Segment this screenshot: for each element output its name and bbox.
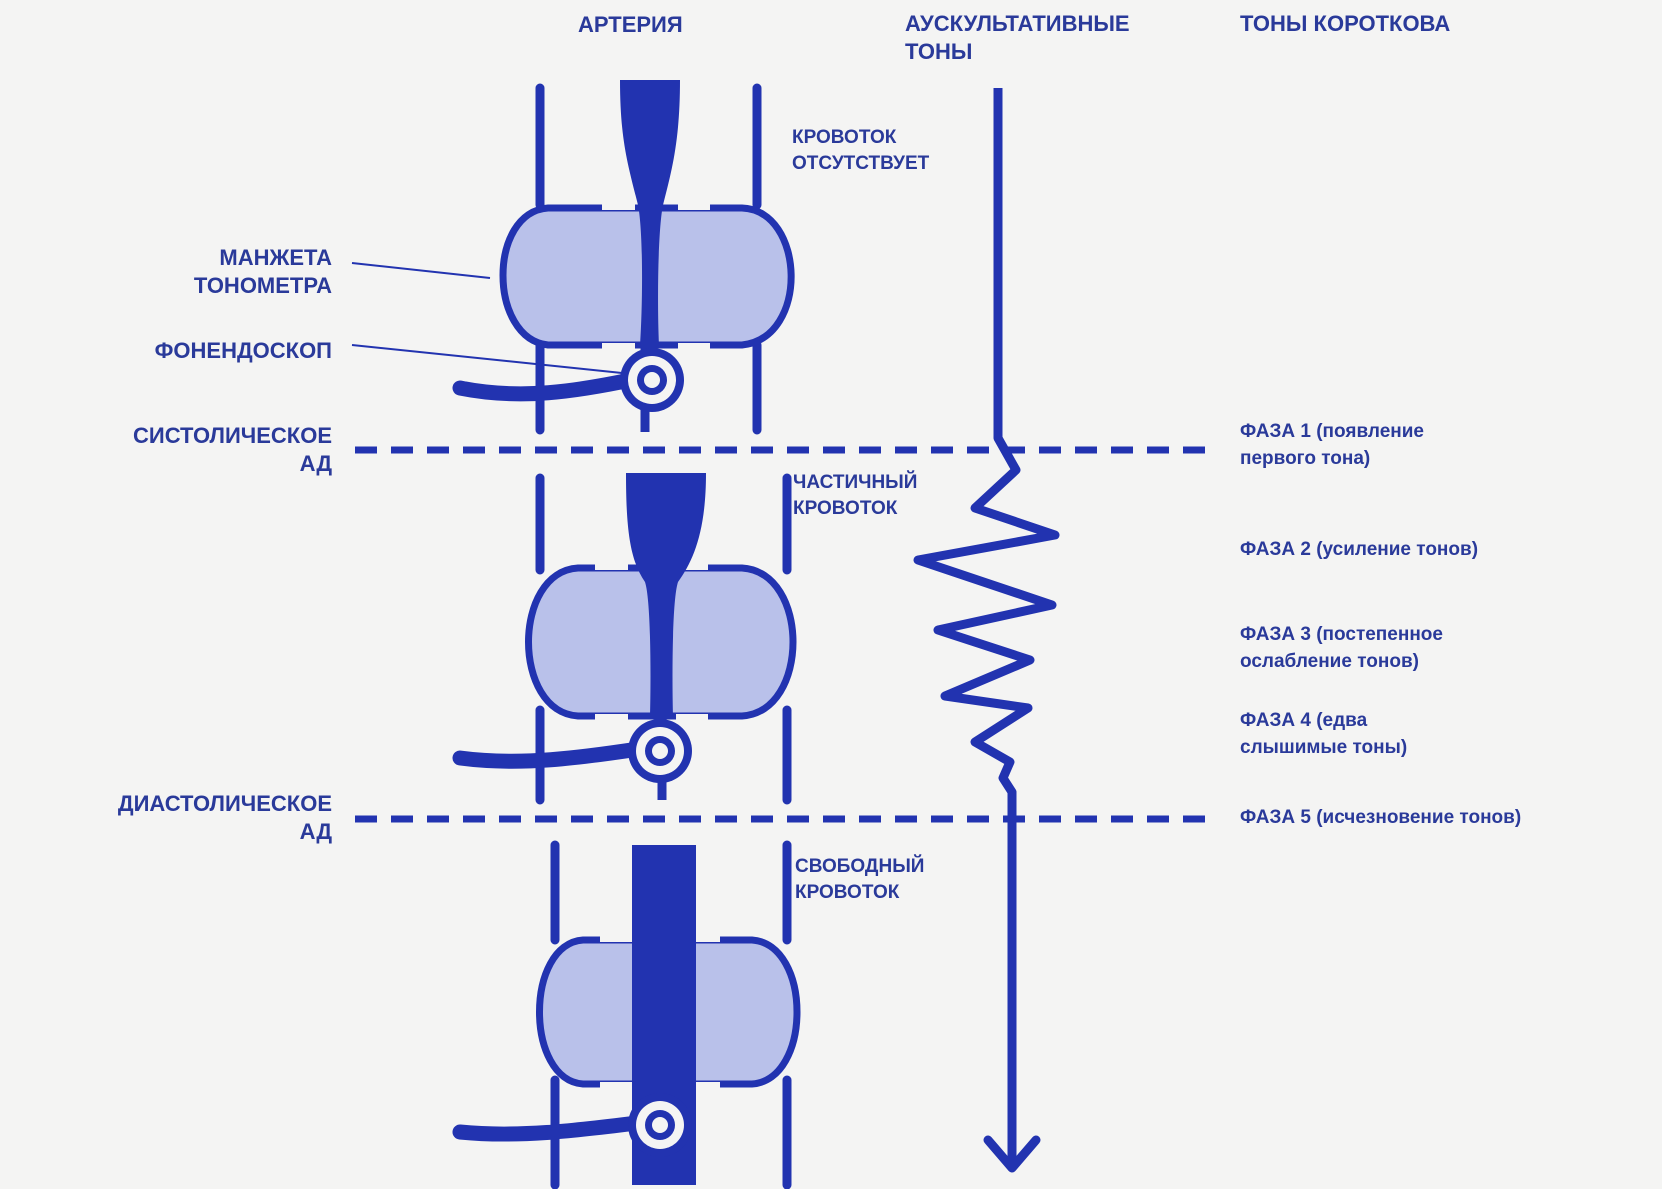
phase-5-line1: ФАЗА 5 (исчезновение тонов) xyxy=(1240,807,1521,828)
label-partial-flow-line2: КРОВОТОК xyxy=(793,498,898,519)
label-free-flow-line1: СВОБОДНЫЙ xyxy=(795,855,924,877)
label-systolic-line2: АД xyxy=(300,451,333,476)
phase-1-line1: ФАЗА 1 (появление xyxy=(1240,421,1424,442)
stethoscope-icon xyxy=(460,348,684,412)
panel-free-flow xyxy=(460,845,797,1185)
sound-waveform xyxy=(918,438,1055,820)
label-cuff-line2: ТОНОМЕТРА xyxy=(194,273,332,298)
stethoscope-icon xyxy=(460,1093,692,1157)
label-cuff-line1: МАНЖЕТА xyxy=(219,245,332,270)
label-diastolic-line2: АД xyxy=(300,819,333,844)
phase-4-line1: ФАЗА 4 (едва xyxy=(1240,710,1368,731)
label-free-flow-line2: КРОВОТОК xyxy=(795,882,900,903)
stethoscope-leader-line xyxy=(352,345,622,373)
label-no-flow-line2: ОТСУТСТВУЕТ xyxy=(792,153,930,174)
header-auscultation-line1: АУСКУЛЬТАТИВНЫЕ xyxy=(905,11,1130,36)
label-systolic-line1: СИСТОЛИЧЕСКОЕ xyxy=(133,423,332,448)
panel-no-flow xyxy=(460,80,791,432)
header-artery: АРТЕРИЯ xyxy=(578,12,683,37)
phase-2-line1: ФАЗА 2 (усиление тонов) xyxy=(1240,539,1478,560)
label-no-flow-line1: КРОВОТОК xyxy=(792,127,897,148)
cuff-leader-line xyxy=(352,263,490,278)
header-auscultation-line2: ТОНЫ xyxy=(905,39,972,64)
phase-4-line2: слышимые тоны) xyxy=(1240,737,1407,758)
label-stethoscope: ФОНЕНДОСКОП xyxy=(155,338,332,363)
label-partial-flow-line1: ЧАСТИЧНЫЙ xyxy=(793,471,917,493)
header-korotkov: ТОНЫ КОРОТКОВА xyxy=(1240,11,1450,36)
phase-3-line2: ослабление тонов) xyxy=(1240,651,1419,672)
auscultation-signal xyxy=(918,88,1055,1168)
phase-1-line2: первого тона) xyxy=(1240,448,1370,469)
label-diastolic-line1: ДИАСТОЛИЧЕСКОЕ xyxy=(118,791,332,816)
panel-partial-flow xyxy=(460,473,793,800)
phase-3-line1: ФАЗА 3 (постепенное xyxy=(1240,624,1443,645)
stethoscope-icon xyxy=(460,719,692,783)
